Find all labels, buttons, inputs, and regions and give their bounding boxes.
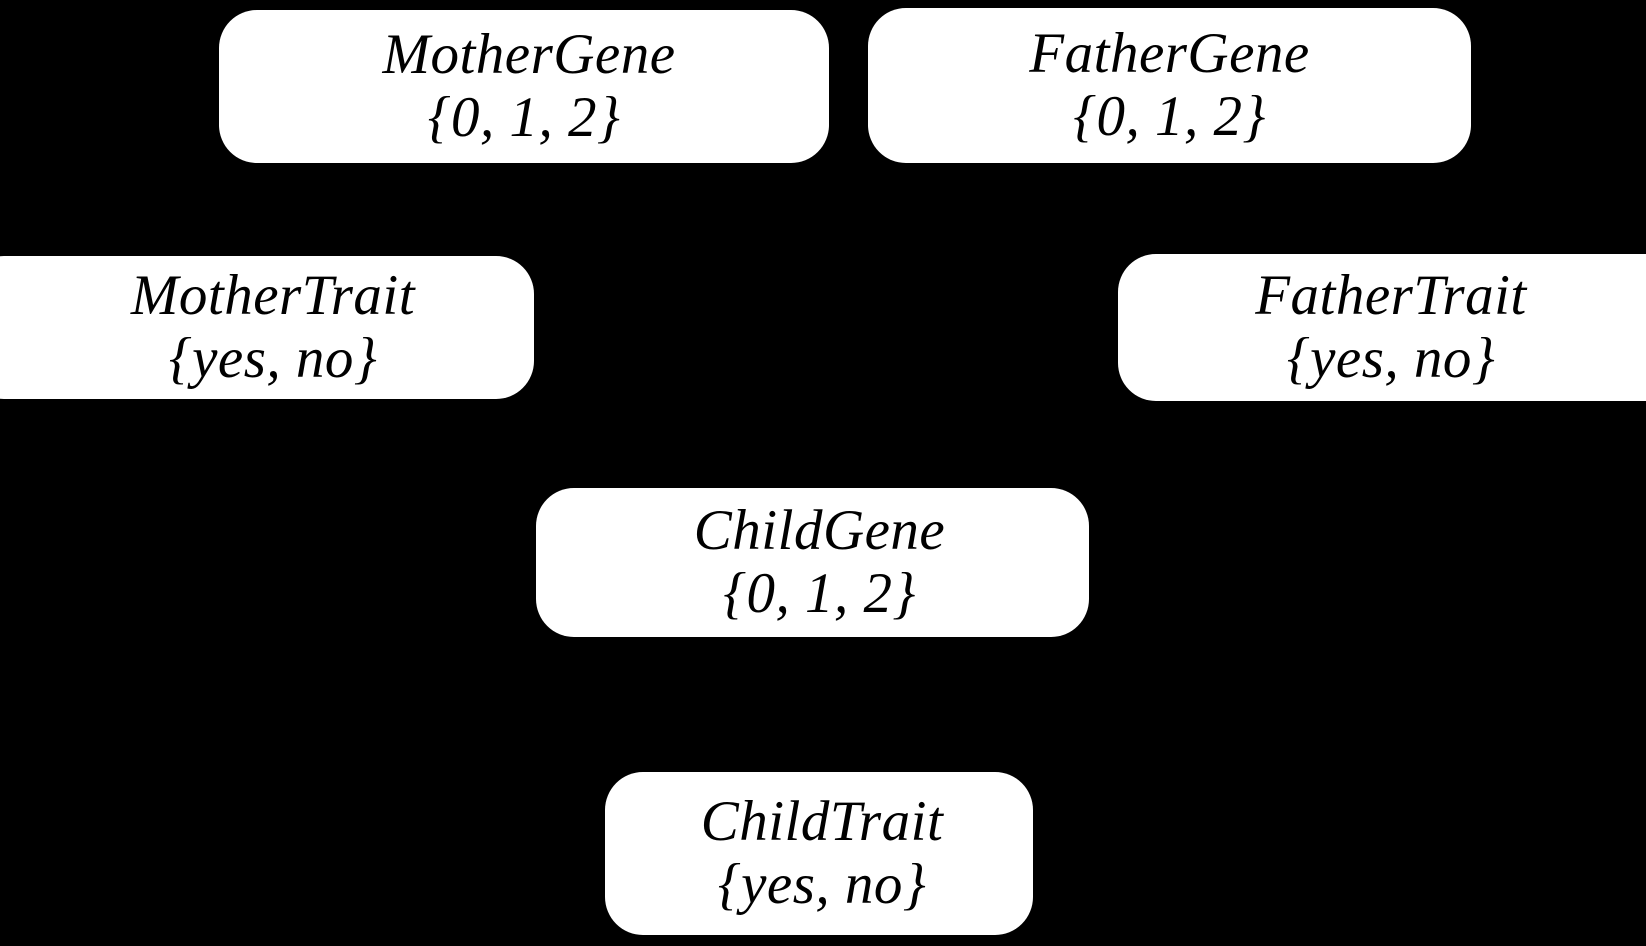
node-mother-trait-label: MotherTrait [130, 264, 416, 328]
node-father-trait-label: FatherTrait [1255, 264, 1527, 328]
node-mother-trait-domain: {yes, no} [168, 326, 378, 390]
node-father-trait-domain: {yes, no} [1286, 326, 1496, 390]
node-mother-gene-label: MotherGene [382, 23, 676, 87]
node-father-gene[interactable]: FatherGene {0, 1, 2} [868, 8, 1471, 163]
node-child-trait-label: ChildTrait [700, 790, 944, 854]
node-mother-trait[interactable]: MotherTrait {yes, no} [0, 256, 534, 399]
node-child-gene-label: ChildGene [693, 499, 946, 563]
node-child-gene[interactable]: ChildGene {0, 1, 2} [536, 488, 1089, 637]
node-father-trait[interactable]: FatherTrait {yes, no} [1118, 254, 1646, 401]
node-mother-gene[interactable]: MotherGene {0, 1, 2} [219, 10, 829, 163]
node-father-gene-label: FatherGene [1029, 22, 1310, 86]
node-child-trait-domain: {yes, no} [717, 852, 927, 916]
node-child-gene-domain: {0, 1, 2} [723, 561, 916, 625]
node-mother-gene-domain: {0, 1, 2} [427, 85, 621, 149]
node-father-gene-domain: {0, 1, 2} [1073, 84, 1266, 148]
node-child-trait[interactable]: ChildTrait {yes, no} [605, 772, 1033, 935]
